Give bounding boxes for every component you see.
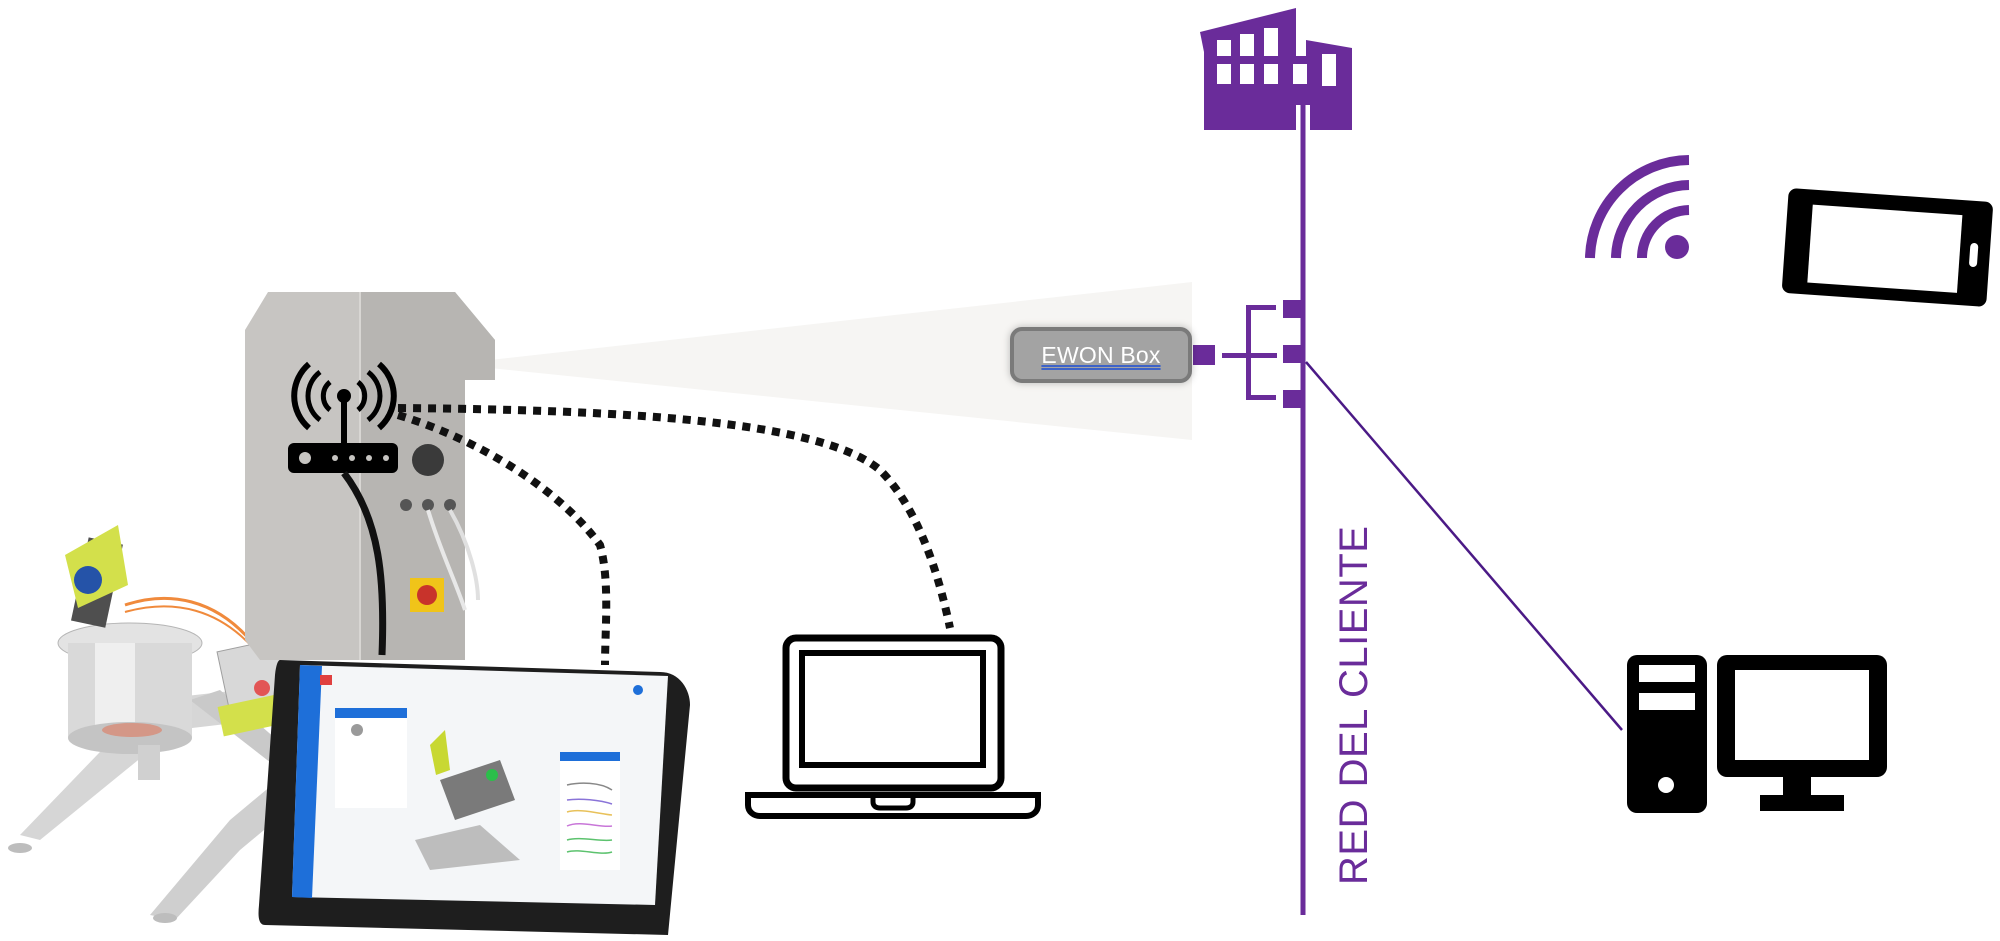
- desktop-link: [1305, 361, 1623, 731]
- factory-building-icon: [1200, 8, 1352, 130]
- mixer-machine: [8, 525, 300, 923]
- router-tablet-cable: [341, 470, 387, 656]
- smartphone-icon: [1782, 188, 1993, 307]
- ewon-box[interactable]: EWON Box: [1010, 327, 1192, 383]
- desktop-computer-icon: [1627, 655, 1887, 813]
- wifi-dot: [1665, 235, 1689, 259]
- network-switch-icon: [1193, 300, 1303, 408]
- wireless-link-tablet: [396, 411, 611, 666]
- tablet-hmi-icon: [258, 660, 690, 935]
- wifi-router-icon: [288, 361, 398, 473]
- control-cabinet: [245, 292, 495, 660]
- customer-network-label: RED DEL CLIENTE: [1332, 525, 1376, 885]
- wireless-link-laptop: [397, 404, 954, 629]
- laptop-icon: [745, 634, 1041, 819]
- projection-beam: [490, 282, 1192, 440]
- ewon-box-label[interactable]: EWON Box: [1041, 341, 1161, 368]
- wifi-signal-icon: [1585, 155, 1690, 259]
